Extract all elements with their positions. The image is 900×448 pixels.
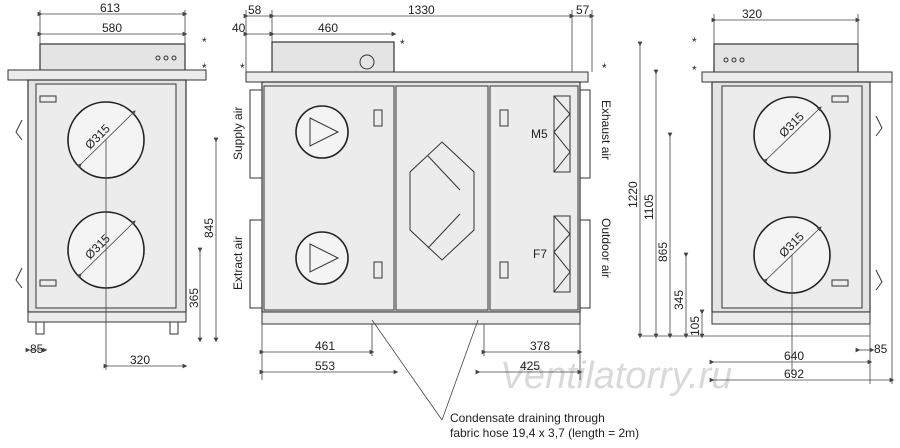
dim-425: 425 — [520, 359, 540, 373]
dim-85-right: 85 — [874, 342, 888, 356]
dim-461: 461 — [315, 339, 335, 353]
left-side-view: Ø315 Ø315 613 580 * * 845 365 85 320 — [7, 1, 219, 370]
asterisk-right-1: * — [692, 35, 697, 49]
right-side-view: Ø315 Ø315 320 * * 1220 1105 865 345 105 … — [626, 7, 895, 384]
label-f7: F7 — [533, 247, 547, 261]
dim-553: 553 — [315, 359, 335, 373]
asterisk-left-1: * — [202, 35, 207, 49]
note-line-1: Condensate draining through — [450, 411, 605, 425]
dim-1330: 1330 — [408, 3, 435, 17]
dim-378: 378 — [530, 339, 550, 353]
asterisk-right-2: * — [692, 63, 697, 77]
dim-105: 105 — [688, 316, 702, 336]
dim-85-left: 85 — [30, 342, 44, 356]
label-supply-air: Supply air — [231, 107, 245, 160]
front-view: M5 F7 Supply air Extract air Exhaust air… — [231, 3, 639, 440]
dim-365: 365 — [187, 288, 201, 308]
heat-exchanger — [409, 141, 475, 261]
filter-f7 — [553, 215, 571, 293]
label-extract-air: Extract air — [231, 236, 245, 290]
label-exhaust-air: Exhaust air — [599, 100, 613, 160]
label-outdoor-air: Outdoor air — [599, 218, 613, 278]
dim-58: 58 — [248, 3, 262, 17]
dim-1220: 1220 — [626, 181, 640, 208]
note-line-2: fabric hose 19,4 x 3,7 (length = 2m) — [450, 426, 639, 440]
dim-40: 40 — [232, 21, 246, 35]
dim-613: 613 — [100, 1, 120, 15]
asterisk-mid-1: * — [400, 37, 405, 51]
dim-580: 580 — [102, 21, 122, 35]
dim-57: 57 — [576, 3, 590, 17]
asterisk-mid-3: * — [602, 61, 607, 75]
dim-865: 865 — [656, 242, 670, 262]
filter-m5 — [553, 95, 571, 173]
label-m5: M5 — [531, 127, 548, 141]
dim-692: 692 — [784, 367, 804, 381]
dim-845: 845 — [202, 218, 216, 238]
asterisk-left-2: * — [202, 61, 207, 75]
dim-640: 640 — [784, 349, 804, 363]
supply-fan — [295, 105, 349, 159]
extract-fan — [295, 231, 349, 285]
dim-320-left: 320 — [130, 353, 150, 367]
watermark: Ventilatorry.ru — [500, 355, 732, 397]
dim-1105: 1105 — [642, 194, 656, 220]
asterisk-mid-2: * — [240, 61, 245, 75]
dim-345: 345 — [672, 290, 686, 310]
dim-460: 460 — [318, 21, 338, 35]
dim-320-right-top: 320 — [742, 7, 762, 21]
